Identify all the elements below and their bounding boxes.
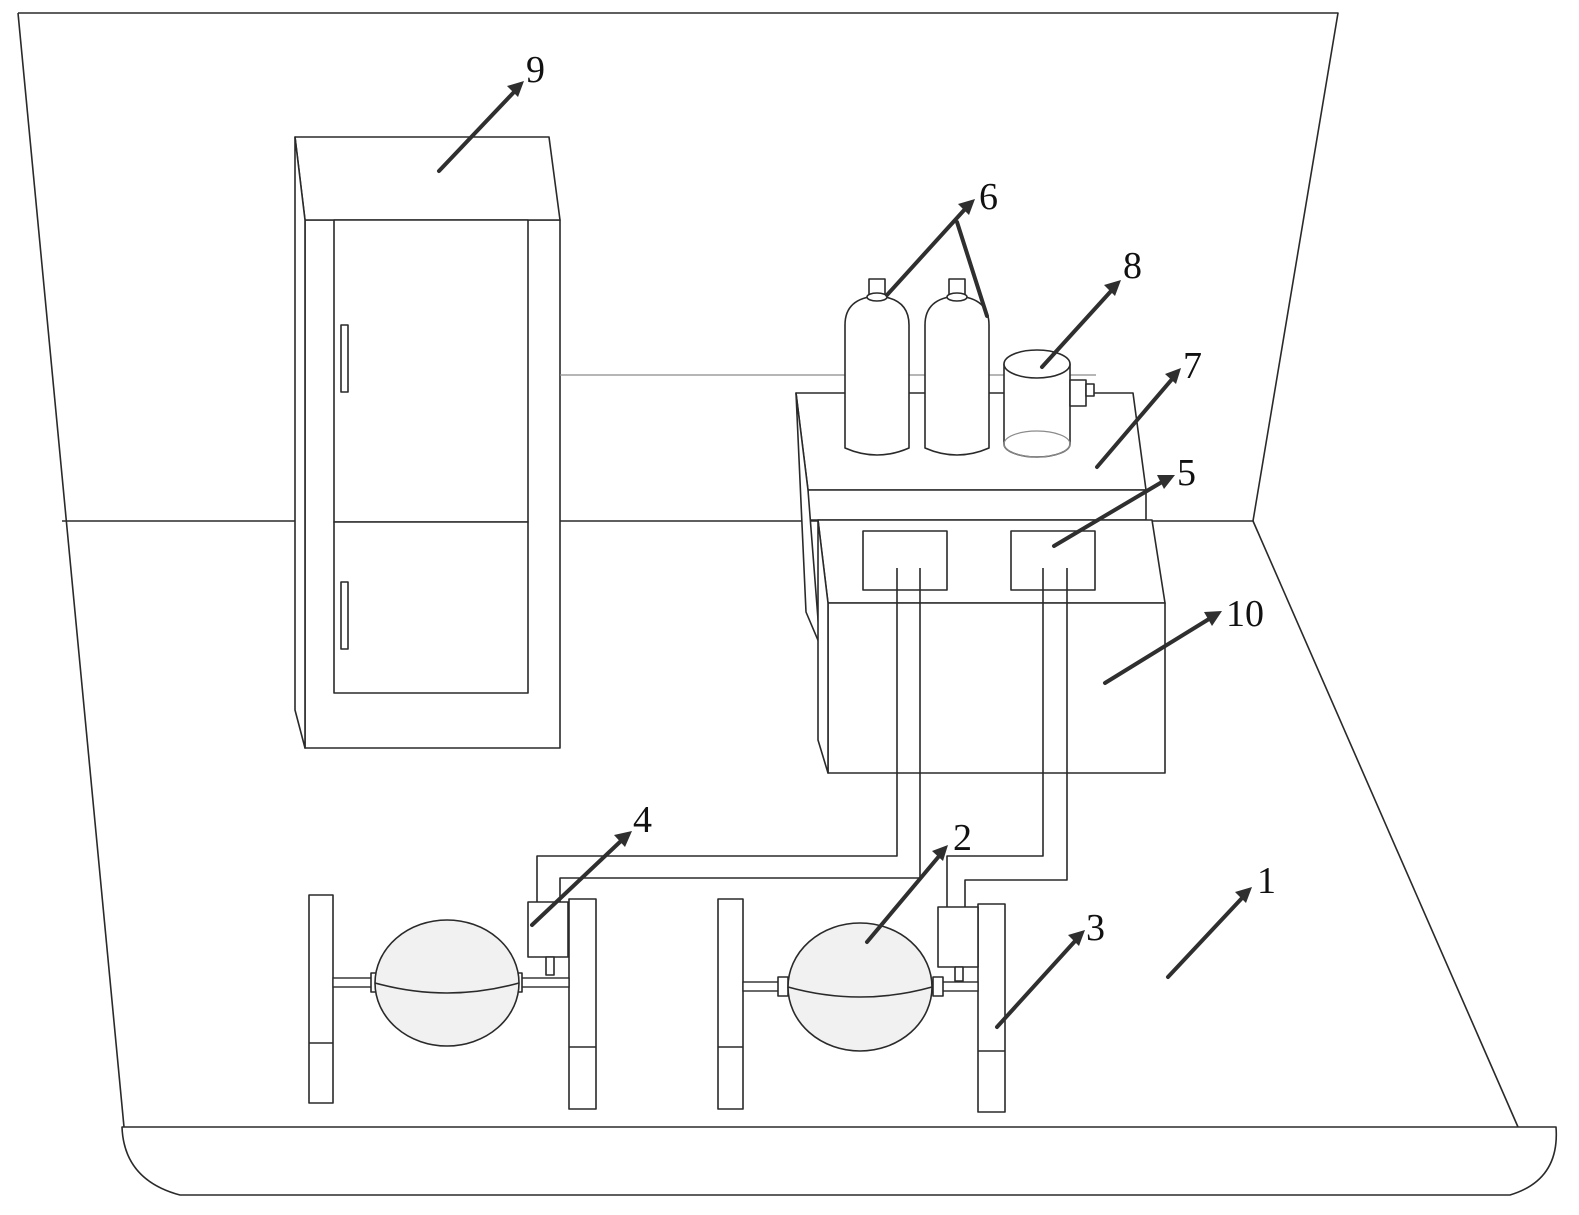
- leader-arrows: [437, 81, 1252, 1029]
- reactor-right-frame-right: [977, 903, 1006, 1113]
- controller-right: [1010, 530, 1096, 591]
- reactor-right: [717, 898, 1006, 1113]
- reactor-left-sphere: [374, 919, 520, 1047]
- arrow-7: [1095, 368, 1181, 469]
- arrow-4: [530, 831, 632, 927]
- reactor-left-seam: [374, 982, 520, 994]
- reactor-right-seam: [787, 986, 933, 998]
- pipe-right-outer: [946, 568, 1044, 907]
- callout-9: 9: [526, 49, 545, 91]
- callout-7: 7: [1183, 345, 1202, 387]
- callout-5: 5: [1177, 452, 1196, 494]
- container-valve: [1069, 379, 1087, 407]
- cabinet-top: [294, 136, 561, 221]
- floor-right-edge: [1252, 520, 1519, 1128]
- reactor-right-collar-left: [777, 976, 789, 997]
- floor-base-slab: [121, 1126, 1558, 1196]
- arrow-1: [1166, 887, 1252, 979]
- arrow-6: [885, 199, 989, 318]
- reactor-left-frame-right: [568, 898, 597, 1110]
- container-bottom: [1003, 430, 1071, 458]
- cabinet-upper-door: [333, 219, 529, 523]
- reactor-left: [308, 894, 597, 1110]
- arrow-5: [1052, 475, 1175, 548]
- gas-cylinder-left: [844, 278, 910, 456]
- callout-10: 10: [1226, 593, 1264, 635]
- cabinet-side: [294, 136, 306, 749]
- callout-6: 6: [979, 176, 998, 218]
- container-valve-tip: [1085, 383, 1095, 397]
- room-left-edge: [17, 12, 125, 1128]
- controller-left: [862, 530, 948, 591]
- pipe-right-inner: [964, 568, 1068, 907]
- room: [17, 12, 1558, 1196]
- cabinet-lower-handle: [340, 581, 349, 650]
- room-left-wall-edge: [18, 12, 1339, 522]
- reactor-right-frame-left: [717, 898, 744, 1110]
- arrow-9: [437, 81, 524, 173]
- callout-4: 4: [633, 799, 652, 841]
- callout-8: 8: [1123, 245, 1142, 287]
- pipe-left-outer: [536, 568, 898, 902]
- reactor-right-motor-mount: [954, 966, 964, 982]
- bench-front-face: [807, 489, 1147, 521]
- reactor-right-collar-right: [932, 976, 944, 997]
- arrow-8: [1040, 280, 1121, 369]
- reactor-left-frame-left: [308, 894, 334, 1104]
- reactor-right-motor: [937, 906, 979, 968]
- cabinet-upper-handle: [340, 324, 349, 393]
- callout-labels: 1 2 3 4 5 6 7 8 9 10: [526, 49, 1276, 949]
- arrow-10: [1103, 611, 1222, 685]
- arrow-3: [995, 930, 1085, 1029]
- callout-2: 2: [953, 817, 972, 859]
- gas-cylinders: [844, 278, 990, 456]
- console-left-side: [817, 519, 829, 774]
- callout-1: 1: [1257, 860, 1276, 902]
- gas-cylinder-right: [924, 278, 990, 456]
- container-top: [1003, 349, 1071, 379]
- cabinet-lower-door: [333, 521, 529, 694]
- reactor-right-sphere: [787, 922, 933, 1052]
- pipe-left-inner: [559, 568, 921, 902]
- arrow-2: [865, 845, 948, 944]
- reactor-left-motor-mount: [545, 956, 555, 976]
- pipelines: [536, 568, 1068, 907]
- container: [1003, 349, 1095, 458]
- callout-3: 3: [1086, 907, 1105, 949]
- console-front: [827, 602, 1166, 774]
